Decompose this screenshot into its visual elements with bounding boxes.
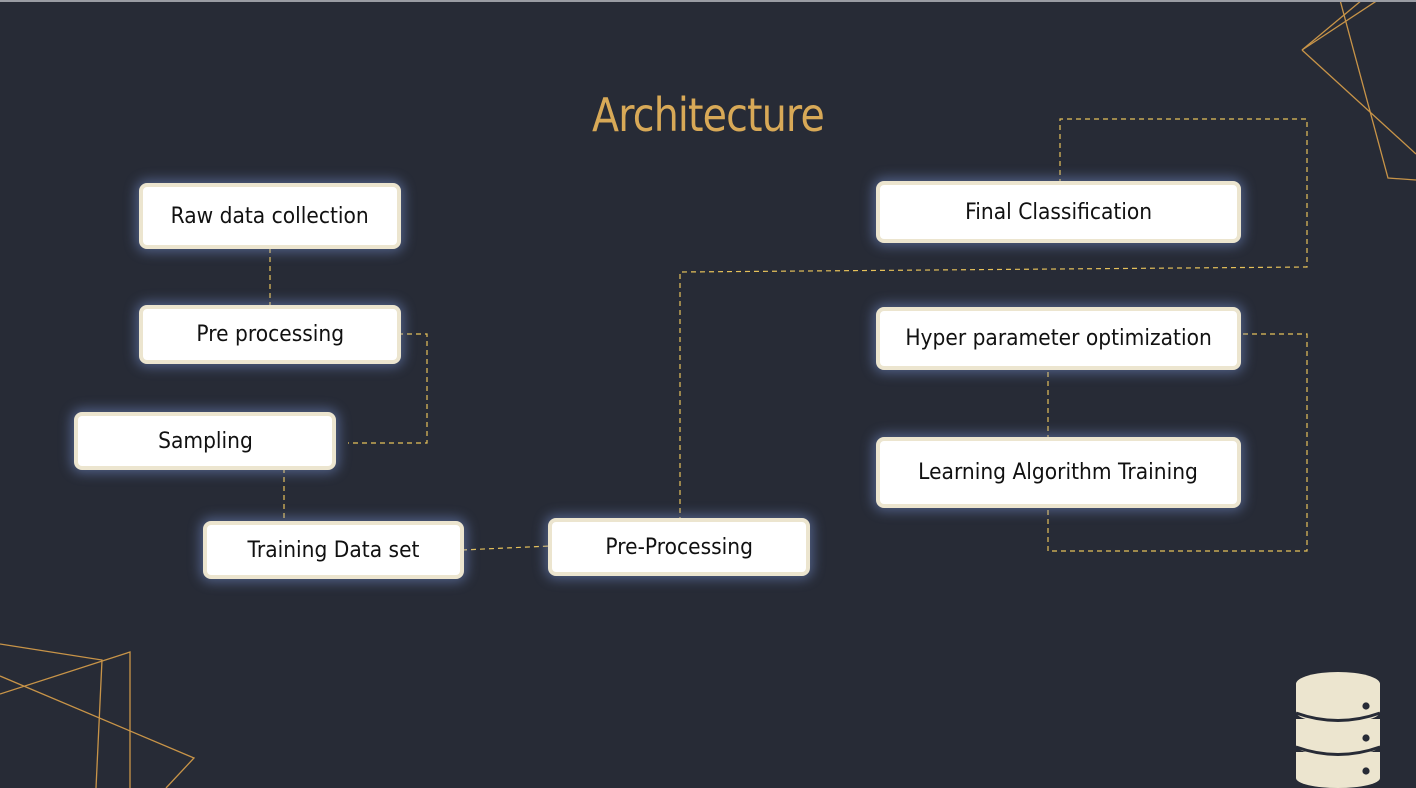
node-label: Hyper parameter optimization	[905, 326, 1212, 351]
connector-preprocessing-to-final	[679, 118, 1308, 522]
decor-line-top-right-1	[1301, 2, 1377, 51]
node-label: Learning Algorithm Training	[918, 460, 1199, 485]
connector-learning-loop	[1047, 333, 1308, 552]
decor-line-top-right-2	[1301, 49, 1416, 155]
node-label: Pre-Processing	[605, 534, 753, 560]
database-icon	[1295, 672, 1381, 788]
node-label: Training Data set	[247, 537, 420, 563]
window-top-border	[0, 0, 1416, 2]
decor-line-bottom-left-1	[0, 643, 103, 788]
node-hyper-parameter-optimization[interactable]: Hyper parameter optimization	[876, 307, 1241, 370]
connector-preprocessing-to-sampling	[348, 333, 428, 444]
node-raw-data-collection[interactable]: Raw data collection	[139, 183, 401, 249]
decor-line-top-right-3	[1339, 2, 1416, 181]
connector-training-to-preprocessing	[461, 545, 551, 551]
node-final-classification[interactable]: Final Classification	[876, 181, 1241, 243]
node-label: Sampling	[157, 428, 253, 454]
node-label: Raw data collection	[170, 203, 370, 229]
node-pre-processing[interactable]: Pre processing	[139, 305, 401, 364]
node-sampling[interactable]: Sampling	[74, 412, 336, 470]
decor-line-top-right-4	[1301, 2, 1361, 51]
node-learning-algorithm-training[interactable]: Learning Algorithm Training	[876, 437, 1241, 508]
slide-title: Architecture	[592, 88, 825, 142]
node-pre-processing-2[interactable]: Pre-Processing	[548, 518, 810, 576]
node-training-data-set[interactable]: Training Data set	[203, 521, 464, 579]
decor-line-bottom-left-2	[0, 651, 131, 788]
node-label: Final Classification	[964, 199, 1152, 225]
decor-line-bottom-left-3	[0, 675, 196, 788]
node-label: Pre processing	[196, 322, 344, 347]
